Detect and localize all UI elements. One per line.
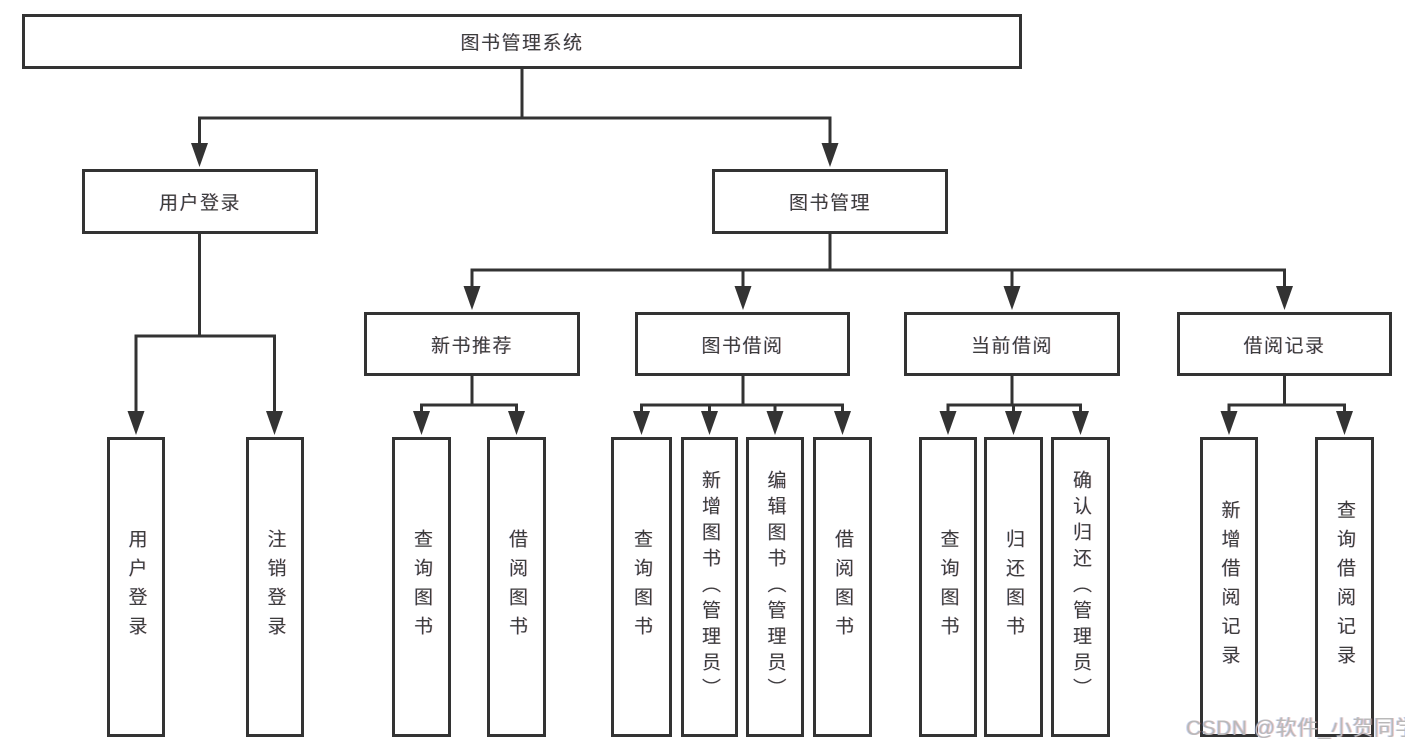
node-add-borrow-record: 新增借阅记录 xyxy=(1200,437,1258,737)
node-label: 确认归还（管理员） xyxy=(1070,470,1091,704)
node-label: 查询图书 xyxy=(937,529,959,645)
node-query-borrow-record: 查询借阅记录 xyxy=(1315,437,1374,737)
node-label: 新增借阅记录 xyxy=(1218,500,1240,674)
node-user-login-leaf: 用户登录 xyxy=(107,437,165,737)
node-borrow-books-borrowing: 借阅图书 xyxy=(813,437,872,737)
node-return-books: 归还图书 xyxy=(984,437,1043,737)
node-new-book-recommendation: 新书推荐 xyxy=(364,312,580,376)
node-logout: 注销登录 xyxy=(246,437,304,737)
node-borrowing-records: 借阅记录 xyxy=(1177,312,1392,376)
node-label: 编辑图书（管理员） xyxy=(764,470,786,704)
node-label: 用户登录 xyxy=(125,529,147,645)
node-label: 查询借阅记录 xyxy=(1334,500,1355,674)
node-query-books-borrowing: 查询图书 xyxy=(611,437,672,737)
node-edit-book-admin: 编辑图书（管理员） xyxy=(746,437,804,737)
node-label: 查询图书 xyxy=(411,529,432,645)
node-book-management: 图书管理 xyxy=(712,169,948,234)
node-label: 图书管理 xyxy=(788,193,871,214)
node-query-books-recommend: 查询图书 xyxy=(392,437,451,737)
node-add-book-admin: 新增图书（管理员） xyxy=(681,437,738,737)
node-library-management-system: 图书管理系统 xyxy=(22,14,1022,69)
node-label: 用户登录 xyxy=(158,193,241,214)
node-label: 查询图书 xyxy=(631,529,652,645)
node-label: 当前借阅 xyxy=(970,335,1053,357)
node-label: 借阅图书 xyxy=(506,529,527,645)
node-book-borrowing: 图书借阅 xyxy=(635,312,850,376)
node-label: 借阅记录 xyxy=(1243,335,1326,357)
node-label: 图书管理系统 xyxy=(460,33,584,54)
node-confirm-return-admin: 确认归还（管理员） xyxy=(1051,437,1110,737)
node-borrow-books-recommend: 借阅图书 xyxy=(487,437,546,737)
node-label: 归还图书 xyxy=(1003,529,1024,645)
csdn-watermark: CSDN @软件_小贺同学 xyxy=(1186,717,1405,740)
node-label: 注销登录 xyxy=(264,529,286,645)
node-label: 图书借阅 xyxy=(701,335,784,357)
node-query-books-current: 查询图书 xyxy=(919,437,977,737)
node-label: 新增图书（管理员） xyxy=(699,470,720,704)
node-user-login: 用户登录 xyxy=(82,169,318,234)
node-label: 借阅图书 xyxy=(832,529,853,645)
node-current-borrowing: 当前借阅 xyxy=(904,312,1120,376)
node-label: 新书推荐 xyxy=(430,335,513,357)
